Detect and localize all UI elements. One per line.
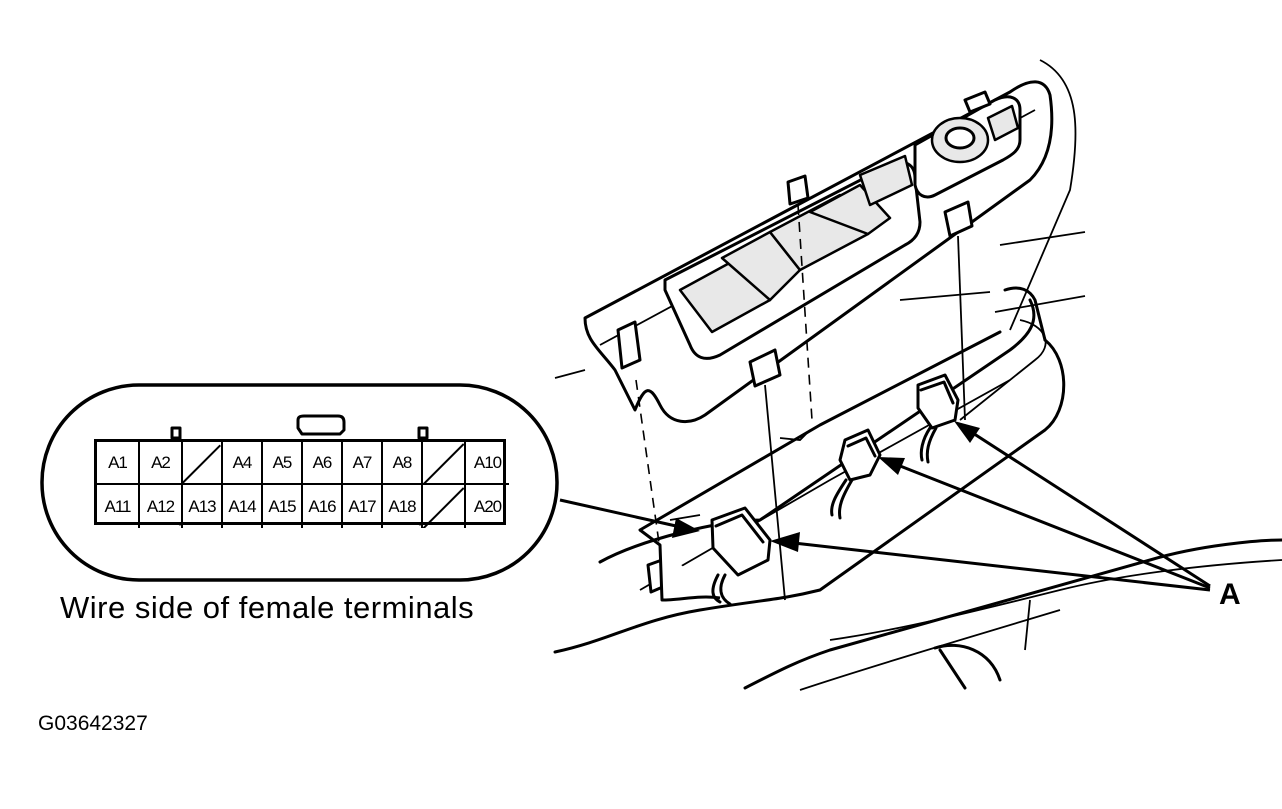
trim-line [999, 231, 1086, 246]
armrest-outline [553, 338, 1066, 654]
detail-pointer-arrow [559, 498, 700, 538]
connector-key [170, 426, 182, 440]
callout-arrow [770, 532, 1211, 592]
mirror-button [963, 90, 992, 114]
callout-arrow [878, 457, 1211, 590]
alignment-guide [797, 204, 813, 421]
trim-line [899, 291, 991, 301]
door-pocket [938, 648, 967, 690]
pin-cell: A2 [140, 442, 183, 485]
mirror-select-switch [986, 104, 1020, 142]
connector-middle [830, 428, 882, 520]
mounting-tab [748, 348, 782, 388]
pin-cell-unused [183, 442, 223, 485]
connector-large [710, 506, 772, 606]
pin-cell: A4 [223, 442, 263, 485]
armrest-front [639, 528, 721, 602]
connector-caption: Wire side of female terminals [60, 590, 475, 625]
mirror-joystick-knob [944, 126, 976, 150]
callout-arrow [954, 421, 1211, 588]
door-panel-line [1024, 599, 1031, 651]
recess-floor [638, 330, 1002, 532]
callout-label-a: A [1219, 578, 1241, 611]
door-panel-edge [743, 538, 1282, 690]
recess-edge [959, 319, 1047, 421]
pin-cell: A14 [223, 485, 263, 528]
pin-cell: A15 [263, 485, 303, 528]
pin-cell: A6 [303, 442, 343, 485]
connector-latch [296, 414, 346, 436]
mounting-tab [616, 320, 642, 370]
pin-cell: A10 [466, 442, 509, 485]
recess-line [779, 429, 811, 441]
trim-line [994, 295, 1086, 313]
mounting-tab [786, 174, 810, 206]
lock-switch [858, 154, 914, 207]
connector-key [417, 426, 429, 440]
pin-cell: A13 [183, 485, 223, 528]
pin-cell: A16 [303, 485, 343, 528]
pin-cell-unused [423, 485, 466, 528]
pin-cell: A17 [343, 485, 383, 528]
door-panel-line [829, 559, 1282, 641]
pin-cell-unused [423, 442, 466, 485]
pin-cell: A5 [263, 442, 303, 485]
pin-cell: A11 [97, 485, 140, 528]
door-edge [1009, 59, 1077, 331]
mounting-tab [943, 200, 974, 238]
figure-id: G03642327 [38, 712, 148, 735]
recess-line [669, 514, 701, 521]
pin-cell: A20 [473, 496, 502, 516]
alignment-guide [957, 235, 966, 421]
door-panel-line [799, 609, 1061, 691]
door-pocket [933, 643, 1002, 682]
pin-cell: A1 [97, 442, 140, 485]
trim-line [554, 369, 586, 379]
pin-cell: A18 [383, 485, 423, 528]
alignment-guide [764, 384, 786, 601]
pin-cell: A12 [140, 485, 183, 528]
connector-right [916, 373, 960, 464]
pin-cell: A7 [343, 442, 383, 485]
connector-pinout-grid: A1 A2 A4 A5 A6 A7 A8 A10 A11 A12 A13 A14… [94, 439, 509, 528]
pin-cell: A8 [383, 442, 423, 485]
armrest-outline [1003, 286, 1047, 342]
